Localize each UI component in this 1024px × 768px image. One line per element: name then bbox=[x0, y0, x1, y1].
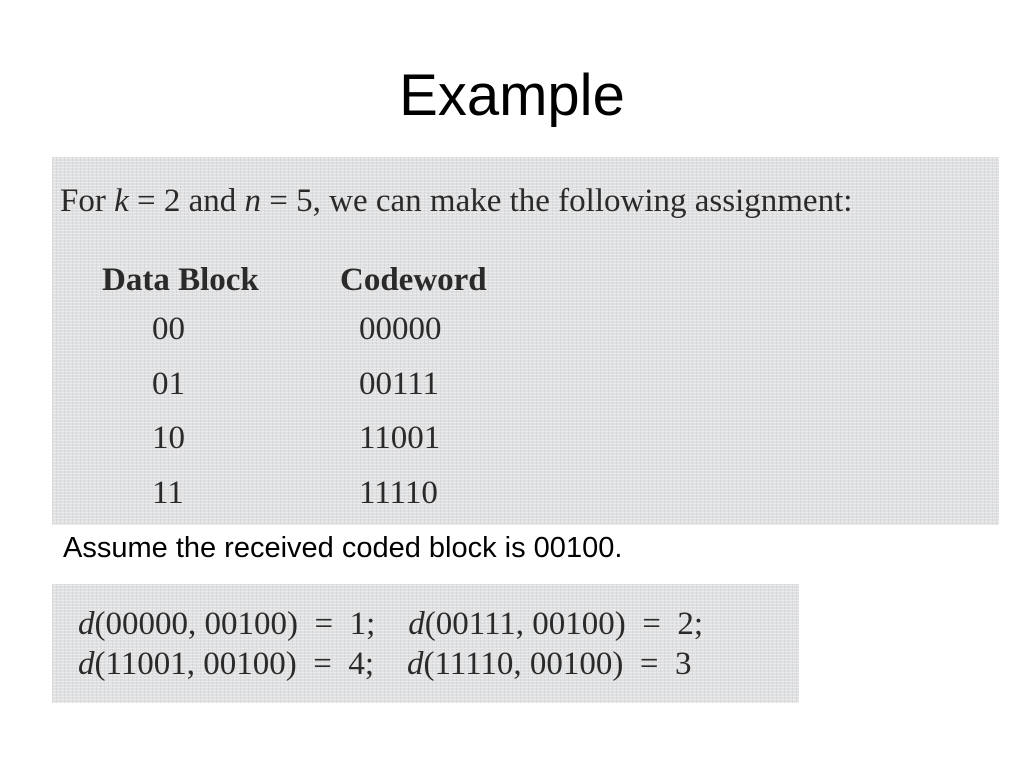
header-codeword: Codeword bbox=[340, 262, 487, 298]
data-block-cell: 01 bbox=[152, 366, 185, 402]
codeword-cell: 11001 bbox=[359, 420, 441, 456]
slide-title: Example bbox=[399, 63, 625, 128]
header-data-block: Data Block bbox=[102, 262, 259, 298]
data-block-cell: 11 bbox=[152, 475, 184, 511]
distance-figure: d(00000, 00100) = 1; d(00111, 00100) = 2… bbox=[52, 584, 799, 703]
codeword-cell: 00000 bbox=[359, 311, 442, 347]
codeword-cell: 00111 bbox=[359, 366, 440, 402]
distance-line-2: d(11001, 00100) = 4; d(11110, 00100) = 3 bbox=[78, 646, 692, 682]
assignment-figure: For k = 2 and n = 5, we can make the fol… bbox=[52, 157, 999, 525]
data-block-cell: 00 bbox=[152, 311, 185, 347]
distance-line-1: d(00000, 00100) = 1; d(00111, 00100) = 2… bbox=[78, 606, 704, 642]
codeword-cell: 11110 bbox=[359, 475, 438, 511]
data-block-cell: 10 bbox=[152, 420, 185, 456]
intro-text: For k = 2 and n = 5, we can make the fol… bbox=[60, 183, 853, 219]
assume-text: Assume the received coded block is 00100… bbox=[63, 532, 623, 564]
